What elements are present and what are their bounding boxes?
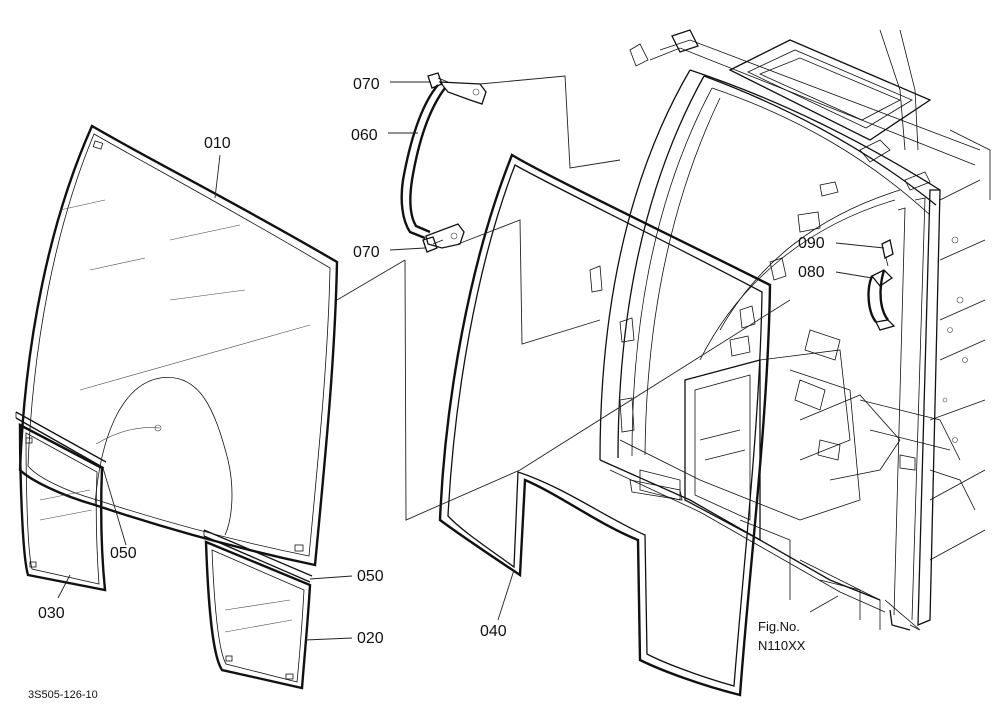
cab-frame: [589, 29, 991, 631]
part-070-bolt-lower: [422, 236, 444, 253]
part-060-handrail: [400, 81, 487, 249]
drawing-code: 3S505-126-10: [28, 689, 98, 701]
label-070-lower: 070: [353, 244, 380, 261]
part-040-door-seal: [438, 153, 772, 697]
part-020-side-glass-right: [204, 540, 312, 690]
label-090: 090: [798, 235, 825, 252]
label-030: 030: [38, 605, 65, 622]
label-050-left: 050: [110, 545, 137, 562]
part-030-side-glass-left: [18, 423, 107, 592]
label-070-upper: 070: [353, 76, 380, 93]
leader-lines: [57, 75, 885, 641]
figure-ref-line2: N110XX: [758, 638, 806, 653]
part-050-seal-strip-right: [203, 529, 313, 583]
label-020: 020: [357, 630, 384, 647]
label-010: 010: [204, 135, 231, 152]
label-040: 040: [480, 623, 507, 640]
part-050-seal-strip-left: [15, 411, 107, 469]
label-080: 080: [798, 264, 825, 281]
part-070-bolt-upper: [427, 72, 449, 89]
label-060: 060: [351, 127, 378, 144]
part-090-clip: [881, 239, 894, 267]
part-010-windshield: [18, 124, 339, 567]
figure-ref-line1: Fig.No.: [758, 619, 800, 634]
label-050-right: 050: [357, 568, 384, 585]
part-080-grip-handle: [867, 269, 896, 331]
part-labels: 010 030 050 050 020 040 060 070 070 090 …: [28, 76, 825, 701]
